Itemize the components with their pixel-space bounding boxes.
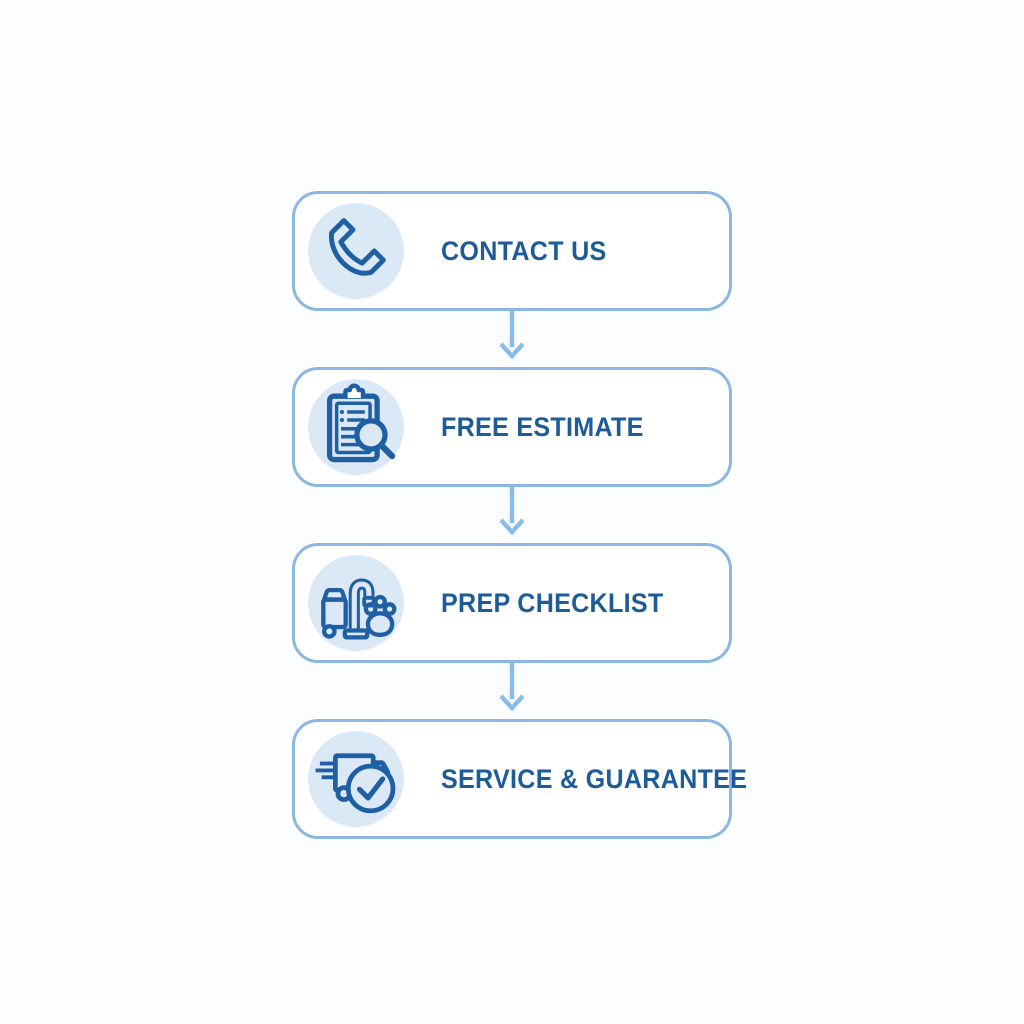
step-label: CONTACT US <box>441 235 607 266</box>
phone-icon <box>329 218 386 276</box>
step-icon-circle <box>308 731 404 827</box>
vacuum-paw-icon <box>321 578 397 640</box>
arrow-down-icon <box>499 311 525 360</box>
flow-connector <box>292 487 732 543</box>
step-label: SERVICE & GUARANTEE <box>441 763 748 794</box>
step-icon-circle <box>308 203 404 299</box>
arrow-down-icon <box>499 487 525 536</box>
flow-connector <box>292 663 732 719</box>
process-flow: CONTACT US <box>292 191 747 839</box>
flow-step-free-estimate: FREE ESTIMATE <box>292 367 732 487</box>
step-label: FREE ESTIMATE <box>441 411 644 442</box>
step-icon-circle <box>308 379 404 475</box>
step-icon-circle <box>308 555 404 651</box>
clipboard-magnifier-icon <box>326 383 396 463</box>
flow-connector <box>292 311 732 367</box>
arrow-down-icon <box>499 663 525 712</box>
step-label: PREP CHECKLIST <box>441 587 664 618</box>
flow-step-prep-checklist: PREP CHECKLIST <box>292 543 732 663</box>
flow-step-contact-us: CONTACT US <box>292 191 732 311</box>
truck-check-icon <box>315 753 396 814</box>
flow-step-service-guarantee: SERVICE & GUARANTEE <box>292 719 747 839</box>
